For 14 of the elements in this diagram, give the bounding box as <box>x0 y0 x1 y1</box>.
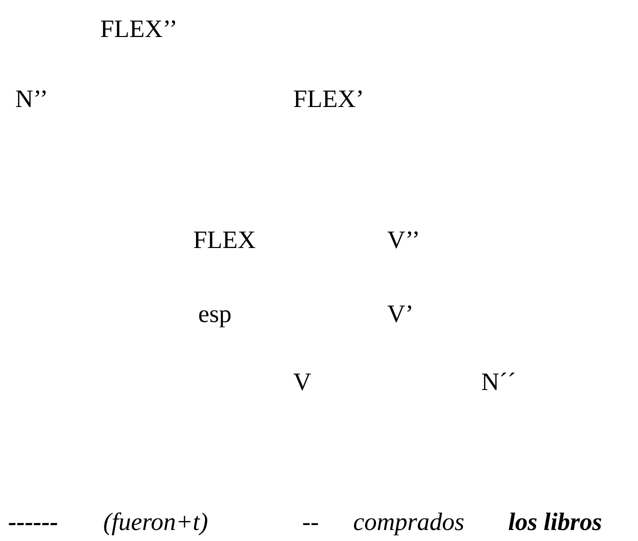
tree-label: esp <box>199 310 231 328</box>
tree-label: V’ <box>387 305 412 322</box>
sentence-word: (fueron+t) <box>104 512 208 536</box>
tree-label: FLEX’ <box>294 90 362 107</box>
sentence-word: -- <box>303 523 318 526</box>
sentence-word: comprados <box>354 512 464 536</box>
tree-label: FLEX <box>194 232 256 248</box>
sentence-word: ------ <box>8 523 58 526</box>
tree-label: FLEX’’ <box>100 20 176 37</box>
sentence-word: los libros <box>508 512 602 530</box>
tree-label: N´´ <box>482 372 514 390</box>
tree-label: V <box>293 374 311 390</box>
tree-label: V’’ <box>387 231 418 248</box>
tree-label: N’’ <box>16 90 46 107</box>
